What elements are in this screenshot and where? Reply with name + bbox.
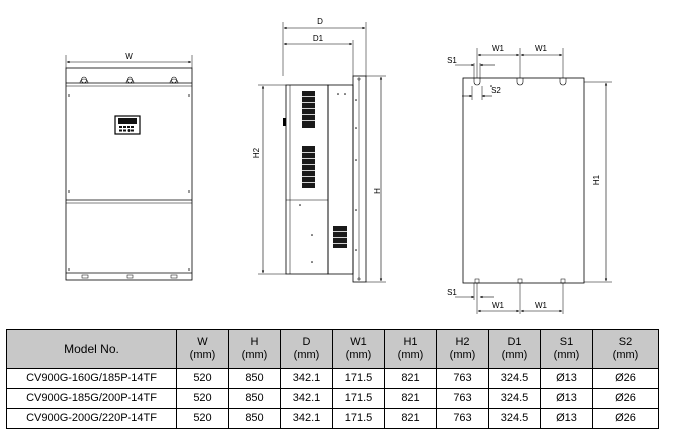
cell-w: 520 <box>176 368 229 389</box>
back-w1-top-left-label: W1 <box>492 44 505 53</box>
keypad-panel <box>114 115 141 135</box>
front-housing <box>65 67 193 281</box>
cell-w1: 171.5 <box>332 388 385 409</box>
table-header-row: Model No. W (mm) H (mm) D (mm) W1 (mm) H… <box>6 329 659 369</box>
cell-model: CV900G-200G/220P-14TF <box>6 408 177 429</box>
side-d-label: D <box>317 17 323 26</box>
header-h: H (mm) <box>228 329 281 369</box>
back-s1-top-label: S1 <box>447 56 457 65</box>
cell-s1: Ø13 <box>540 408 593 429</box>
side-view <box>258 22 386 283</box>
header-w: W (mm) <box>176 329 229 369</box>
cell-d1: 324.5 <box>488 368 541 389</box>
header-w1: W1 (mm) <box>332 329 385 369</box>
side-h-label: H <box>373 188 382 194</box>
back-housing <box>462 77 585 284</box>
cell-s2: Ø26 <box>592 368 659 389</box>
cell-w1: 171.5 <box>332 368 385 389</box>
back-w1-bottom-right-label: W1 <box>535 301 548 310</box>
side-vents <box>302 91 347 248</box>
cell-h: 850 <box>228 368 281 389</box>
cell-s2: Ø26 <box>592 408 659 429</box>
back-s1-bottom-label: S1 <box>447 288 457 297</box>
spec-table: Model No. W (mm) H (mm) D (mm) W1 (mm) H… <box>6 329 659 429</box>
side-h2-label: H2 <box>252 147 261 158</box>
table-row: CV900G-200G/220P-14TF 520 850 342.1 171.… <box>6 408 659 429</box>
front-view <box>65 55 193 281</box>
cell-h2: 763 <box>436 368 489 389</box>
header-s2: S2 (mm) <box>592 329 659 369</box>
cell-h: 850 <box>228 388 281 409</box>
cell-model: CV900G-160G/185P-14TF <box>6 368 177 389</box>
cell-s1: Ø13 <box>540 368 593 389</box>
cell-w: 520 <box>176 388 229 409</box>
cell-h2: 763 <box>436 388 489 409</box>
back-h1-label: H1 <box>592 174 601 185</box>
header-h2: H2 (mm) <box>436 329 489 369</box>
header-d: D (mm) <box>280 329 333 369</box>
header-d1: D1 (mm) <box>488 329 541 369</box>
table-row: CV900G-185G/200P-14TF 520 850 342.1 171.… <box>6 388 659 409</box>
cell-d1: 324.5 <box>488 408 541 429</box>
front-w-label: W <box>125 52 133 61</box>
cell-w1: 171.5 <box>332 408 385 429</box>
cell-s1: Ø13 <box>540 388 593 409</box>
back-w1-bottom-left-label: W1 <box>492 301 505 310</box>
header-h1: H1 (mm) <box>384 329 437 369</box>
cell-d1: 324.5 <box>488 388 541 409</box>
back-view <box>455 48 612 314</box>
cell-d: 342.1 <box>280 368 333 389</box>
cell-h1: 821 <box>384 368 437 389</box>
cell-d: 342.1 <box>280 388 333 409</box>
side-d1-label: D1 <box>313 34 324 43</box>
cell-h1: 821 <box>384 408 437 429</box>
cell-d: 342.1 <box>280 408 333 429</box>
cell-h1: 821 <box>384 388 437 409</box>
cell-w: 520 <box>176 408 229 429</box>
cell-s2: Ø26 <box>592 388 659 409</box>
header-model: Model No. <box>6 329 177 369</box>
back-w1-top-right-label: W1 <box>535 44 548 53</box>
cell-model: CV900G-185G/200P-14TF <box>6 388 177 409</box>
header-s1: S1 (mm) <box>540 329 593 369</box>
table-row: CV900G-160G/185P-14TF 520 850 342.1 171.… <box>6 368 659 389</box>
cell-h2: 763 <box>436 408 489 429</box>
cell-h: 850 <box>228 408 281 429</box>
side-mounting-flange <box>352 75 367 283</box>
back-s2-label: S2 <box>491 86 501 95</box>
dimension-drawing: W <box>65 17 612 314</box>
